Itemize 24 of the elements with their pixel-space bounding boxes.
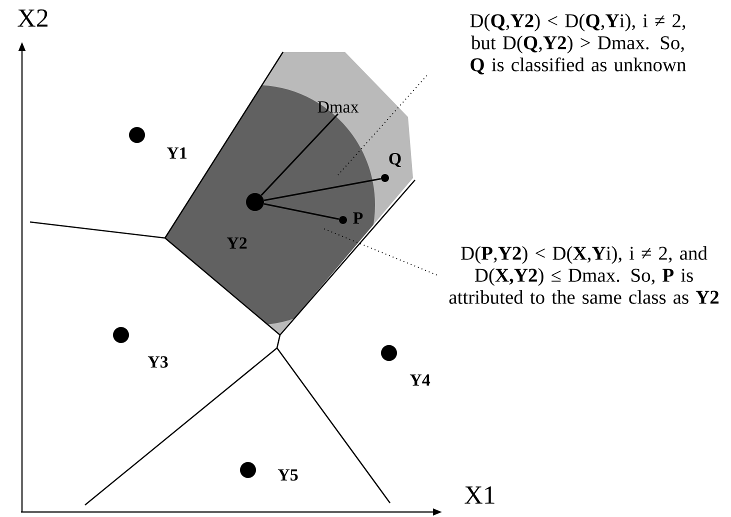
node-label: Y5 bbox=[278, 469, 298, 481]
line-segment bbox=[260, 113, 339, 196]
point: Y4 bbox=[381, 345, 430, 386]
node-label: Y3 bbox=[148, 356, 168, 368]
annotation: D(P,Y2) < D(X,Yi), i ≠ 2, and D(X,Y2) ≤ Dmax. So, P is attributed to the same class as Y2 bbox=[449, 246, 719, 304]
line-segment bbox=[264, 178, 382, 202]
leader-line bbox=[322, 228, 438, 276]
line-segment bbox=[264, 203, 340, 220]
leader-line bbox=[338, 75, 428, 176]
point: Q bbox=[381, 153, 401, 182]
node-label: Y1 bbox=[166, 147, 187, 159]
node-label: Y2 bbox=[226, 237, 247, 249]
distance-label: Dmax bbox=[318, 101, 359, 113]
annotation: D(Q,Y2) < D(Q,Yi), i ≠ 2, but D(Q,Y2) > Dmax. So, Q is classified as unknown bbox=[470, 14, 686, 74]
point: Y3 bbox=[113, 327, 168, 368]
node-label: Q bbox=[389, 152, 401, 168]
node-label: P bbox=[353, 212, 363, 224]
axis-label: X1 bbox=[464, 486, 494, 504]
point: Y5 bbox=[240, 462, 298, 481]
point: Y2 bbox=[226, 193, 264, 249]
point: P bbox=[339, 212, 363, 224]
point: Y1 bbox=[129, 127, 186, 159]
node-label: Y4 bbox=[410, 374, 430, 386]
axis-label: X2 bbox=[18, 9, 48, 27]
